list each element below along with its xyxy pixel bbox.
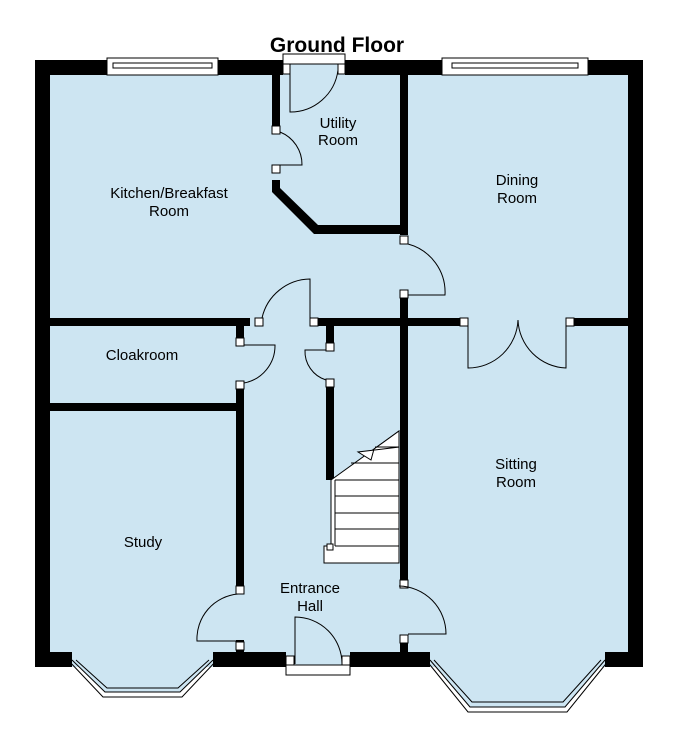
cloakroom-label: Cloakroom	[106, 347, 179, 364]
sitting-bay-window	[425, 659, 610, 713]
staircase	[323, 430, 400, 564]
study-label: Study	[124, 534, 163, 551]
dining-window	[441, 57, 589, 76]
plan-title: Ground Floor	[270, 34, 404, 57]
utility-label-1: Utility	[320, 115, 357, 132]
utility-back-door	[282, 53, 346, 113]
kitchen-label-1: Kitchen/Breakfast	[110, 185, 228, 202]
hall-label-2: Hall	[297, 598, 323, 615]
kitchen-window	[106, 57, 219, 76]
sitting-label-1: Sitting	[495, 456, 537, 473]
front-door	[285, 616, 351, 676]
sitting-label-2: Room	[496, 474, 536, 491]
outer-walls	[35, 60, 643, 667]
dining-label-1: Dining	[496, 172, 539, 189]
utility-label-2: Room	[318, 132, 358, 149]
dining-label-2: Room	[497, 190, 537, 207]
floor-area	[35, 60, 643, 707]
hall-label-1: Entrance	[280, 580, 340, 597]
study-bay-window	[67, 659, 218, 698]
kitchen-label-2: Room	[149, 203, 189, 220]
internal-doors	[196, 125, 575, 651]
